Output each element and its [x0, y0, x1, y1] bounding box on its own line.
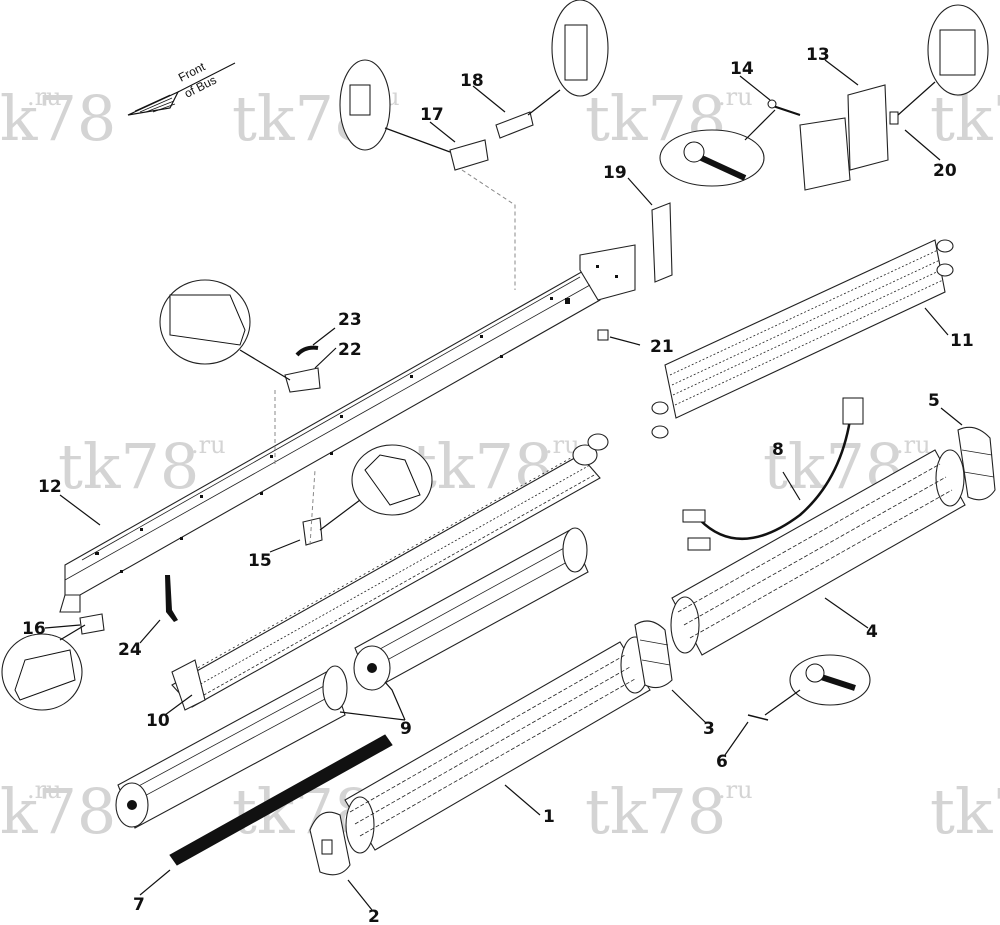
- watermark-layer: tk78 .ru tk78 .ru tk78 .ru tk78 tk78 .ru…: [0, 82, 1000, 848]
- watermark-suffix: .ru: [27, 776, 62, 804]
- watermark-text: tk78: [0, 775, 116, 848]
- watermark: tk78: [930, 775, 1000, 848]
- clip-20: [889, 111, 899, 125]
- watermark-suffix: .ru: [718, 83, 753, 111]
- callout-23: 23: [338, 310, 362, 330]
- callout-11: 11: [950, 331, 974, 351]
- callout-24: 24: [118, 640, 142, 660]
- watermark-suffix: .ru: [896, 431, 931, 459]
- detail-circle-22: [159, 279, 291, 381]
- clip-23: [295, 345, 319, 357]
- watermark-text: tk78: [930, 775, 1000, 848]
- bracket-17: [449, 139, 489, 171]
- callout-3: 3: [703, 719, 715, 739]
- rail-holes: [95, 265, 618, 573]
- callout-18: 18: [460, 71, 484, 91]
- watermark-text: tk78: [585, 775, 726, 848]
- detail-circle-6: [764, 654, 871, 716]
- watermark: tk78 .ru: [0, 82, 116, 155]
- watermark-text: tk78: [58, 430, 199, 503]
- detail-circle-16: [1, 624, 86, 711]
- callout-7: 7: [133, 895, 145, 915]
- alignment-lines: [274, 169, 516, 546]
- fastener-14: [767, 99, 801, 116]
- blower-housing-upper: [353, 527, 589, 691]
- bracket-16: [79, 613, 105, 635]
- support-rail: [59, 244, 636, 613]
- detail-circle-18: [527, 0, 609, 116]
- callout-17: 17: [420, 105, 444, 125]
- watermark: tk78 .ru: [58, 430, 226, 503]
- bracket-24: [165, 575, 178, 622]
- callout-5: 5: [928, 391, 940, 411]
- callout-16: 16: [22, 619, 46, 639]
- plate-13: [799, 84, 889, 191]
- watermark-suffix: .ru: [27, 83, 62, 111]
- callout-2: 2: [368, 907, 380, 925]
- clip-21: [597, 329, 609, 341]
- bracket-18: [495, 111, 534, 139]
- callout-19: 19: [603, 163, 627, 183]
- end-cap-middle: [634, 620, 673, 689]
- detail-circle-17: [339, 59, 451, 153]
- callout-13: 13: [806, 45, 830, 65]
- watermark-suffix: .ru: [718, 776, 753, 804]
- callout-1: 1: [543, 807, 555, 827]
- bracket-22: [284, 367, 321, 393]
- grille-cover-lower: [344, 636, 651, 854]
- leader-lines: [44, 59, 963, 911]
- callout-22: 22: [338, 340, 362, 360]
- grille-cover-upper: [670, 449, 966, 656]
- callout-15: 15: [248, 551, 272, 571]
- front-of-bus-indicator: Front of Bus: [127, 59, 236, 116]
- detail-circle-14: [659, 109, 776, 187]
- bracket-15: [302, 517, 323, 546]
- callout-9: 9: [400, 719, 412, 739]
- direction-arrow-icon: [127, 62, 236, 116]
- watermark-text: tk78: [0, 82, 116, 155]
- end-cap-left: [309, 811, 351, 876]
- wire-harness: [682, 397, 864, 551]
- callout-12: 12: [38, 477, 62, 497]
- callout-8: 8: [772, 440, 784, 460]
- seal-strip: [169, 734, 393, 866]
- detail-circle-20: [897, 4, 989, 116]
- callout-6: 6: [716, 752, 728, 772]
- watermark: tk78 .ru: [585, 775, 753, 848]
- end-cap-right: [957, 426, 996, 501]
- detail-circle-15: [319, 444, 433, 531]
- callout-labels: 1 2 3 4 5 6 7 8 9 10 11 12 13 14 15 16 1…: [22, 45, 974, 925]
- callout-14: 14: [730, 59, 754, 79]
- fastener-6: [747, 714, 769, 721]
- bracket-19: [651, 202, 673, 283]
- watermark: tk78 .ru: [412, 430, 580, 503]
- watermark: tk78 .ru: [0, 775, 116, 848]
- callout-10: 10: [146, 711, 170, 731]
- callout-21: 21: [650, 337, 674, 357]
- watermark-suffix: .ru: [191, 431, 226, 459]
- callout-20: 20: [933, 161, 957, 181]
- blower-housing-lower: [115, 665, 348, 829]
- heater-coil: [651, 239, 954, 439]
- callout-4: 4: [866, 622, 878, 642]
